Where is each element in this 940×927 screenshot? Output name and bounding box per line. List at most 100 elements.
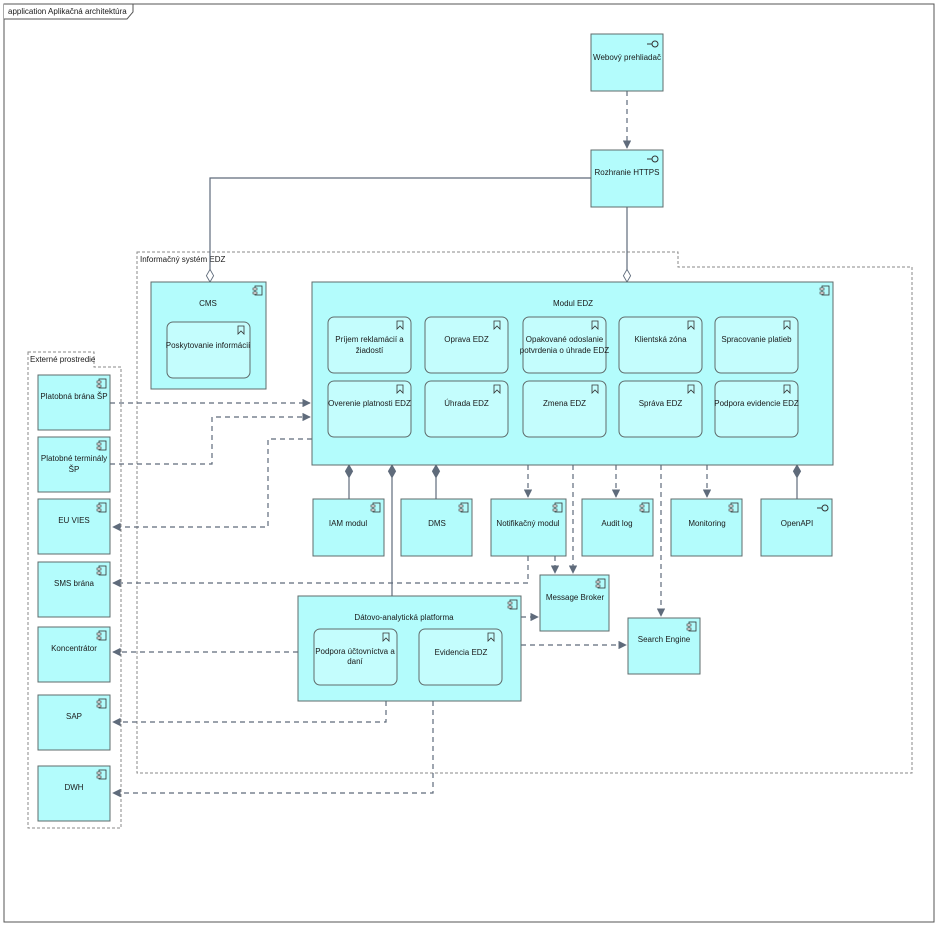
- function-icon: [687, 320, 695, 330]
- function-label: Spracovanie platieb: [721, 335, 792, 344]
- component-notifikacny-modul[interactable]: Notifikačný modul: [490, 498, 567, 557]
- connector-https-cms: [205, 177, 591, 283]
- connector-platforma-sap: [112, 701, 387, 727]
- function-icon: [396, 320, 404, 330]
- function-label: Podpora účtovníctva a: [315, 647, 395, 656]
- function-label: Príjem reklamácií a: [335, 335, 404, 344]
- external-label: DWH: [64, 783, 83, 792]
- component-iam-modul-label: IAM modul: [329, 519, 367, 528]
- group-informacny-system: Informačný systém EDZ: [136, 251, 913, 774]
- component-icon: [728, 502, 739, 513]
- external-eu-vies[interactable]: EU VIES: [37, 498, 111, 555]
- function-label: Evidencia EDZ: [435, 648, 488, 657]
- external-dwh[interactable]: DWH: [37, 765, 111, 822]
- external-koncentrator[interactable]: Koncentrátor: [37, 626, 111, 683]
- component-modul-edz[interactable]: Modul EDZ Príjem reklamácií a žiadostí Opr…: [311, 281, 834, 466]
- function-label: žiadostí: [356, 346, 384, 355]
- function-label: Overenie platnosti EDZ: [328, 399, 411, 408]
- external-label: ŠP: [69, 465, 80, 474]
- group-externe-prostredie: Externé prostredie: [27, 351, 122, 829]
- external-label: EU VIES: [58, 516, 90, 525]
- component-icon: [819, 285, 830, 296]
- function-sprava-edz[interactable]: Správa EDZ: [618, 380, 703, 438]
- component-icon: [370, 502, 381, 513]
- component-icon: [96, 502, 107, 513]
- function-label: Poskytovanie informácií: [166, 341, 251, 350]
- component-modul-edz-label: Modul EDZ: [553, 299, 593, 308]
- function-label: Opakované odoslanie: [526, 335, 604, 344]
- function-zmena-edz[interactable]: Zmena EDZ: [522, 380, 607, 438]
- function-label: Klientská zóna: [634, 335, 687, 344]
- connector-notifikacny-sms: [112, 556, 529, 588]
- function-evidencia-edz[interactable]: Evidencia EDZ: [418, 628, 503, 686]
- component-dms[interactable]: DMS: [400, 498, 473, 557]
- component-search-engine[interactable]: Search Engine: [627, 617, 701, 675]
- function-icon: [493, 384, 501, 394]
- component-icon: [96, 630, 107, 641]
- component-icon: [96, 698, 107, 709]
- component-monitoring-label: Monitoring: [688, 519, 725, 528]
- function-prijem-reklamacii-a-ziadosti[interactable]: Príjem reklamácií a žiadostí: [327, 316, 412, 374]
- component-audit-log-label: Audit log: [601, 519, 632, 528]
- function-label: Oprava EDZ: [444, 335, 489, 344]
- component-icon: [552, 502, 563, 513]
- function-icon: [493, 320, 501, 330]
- function-klientska-zona[interactable]: Klientská zóna: [618, 316, 703, 374]
- external-label: Platobná brána ŠP: [40, 392, 107, 401]
- external-label: Platobné terminály: [41, 454, 107, 463]
- function-label: Podpora evidencie EDZ: [714, 399, 799, 408]
- component-icon: [458, 502, 469, 513]
- interface-rozhranie-https[interactable]: Rozhranie HTTPS: [590, 149, 664, 208]
- interface-webovy-prehliadac-label: Webový prehliadač: [593, 53, 661, 62]
- component-icon: [96, 565, 107, 576]
- component-datovo-analyticka-platforma[interactable]: Dátovo-analytická platforma Podpora účto…: [297, 595, 522, 702]
- component-monitoring[interactable]: Monitoring: [670, 498, 743, 557]
- interface-openapi-label: OpenAPI: [781, 519, 813, 528]
- function-label: Zmena EDZ: [543, 399, 586, 408]
- component-cms-label: CMS: [199, 299, 217, 308]
- component-icon: [96, 769, 107, 780]
- component-search-engine-label: Search Engine: [638, 635, 691, 644]
- external-label: SAP: [66, 712, 82, 721]
- component-iam-modul[interactable]: IAM modul: [312, 498, 385, 557]
- group-externe-prostredie-label: Externé prostredie: [30, 355, 96, 364]
- function-icon: [237, 325, 245, 335]
- function-label: potvrdenia o úhrade EDZ: [520, 346, 610, 355]
- external-label: SMS brána: [54, 579, 95, 588]
- function-oprava-edz[interactable]: Oprava EDZ: [424, 316, 509, 374]
- external-sms-brana[interactable]: SMS brána: [37, 561, 111, 618]
- function-icon: [783, 384, 791, 394]
- function-overenie-platnosti-edz[interactable]: Overenie platnosti EDZ: [327, 380, 412, 438]
- function-podpora-evidencie-edz[interactable]: Podpora evidencie EDZ: [714, 380, 799, 438]
- component-audit-log[interactable]: Audit log: [581, 498, 654, 557]
- function-opakovane-odoslanie-potvrdenia-o-uhrade-edz[interactable]: Opakované odoslanie potvrdenia o úhrade E…: [520, 316, 610, 374]
- external-platobna-brana-sp[interactable]: Platobná brána ŠP: [37, 374, 111, 431]
- function-icon: [487, 632, 495, 642]
- component-icon: [252, 285, 263, 296]
- connector-terminaly-modul: [110, 412, 311, 465]
- component-dms-label: DMS: [428, 519, 446, 528]
- component-message-broker-label: Message Broker: [546, 593, 605, 602]
- component-message-broker[interactable]: Message Broker: [539, 574, 610, 632]
- interface-icon: [647, 155, 659, 163]
- interface-openapi[interactable]: OpenAPI: [760, 498, 833, 557]
- component-icon: [686, 621, 697, 632]
- function-icon: [591, 384, 599, 394]
- function-uhrada-edz[interactable]: Úhrada EDZ: [424, 380, 509, 438]
- component-cms[interactable]: CMS Poskytovanie informácií: [150, 281, 267, 390]
- function-podpora-uctovnictva[interactable]: Podpora účtovníctva a daní: [313, 628, 398, 686]
- external-sap[interactable]: SAP: [37, 694, 111, 751]
- function-poskytovanie-informacii[interactable]: Poskytovanie informácií: [166, 321, 251, 379]
- function-icon: [687, 384, 695, 394]
- component-icon: [595, 578, 606, 589]
- function-spracovanie-platieb[interactable]: Spracovanie platieb: [714, 316, 799, 374]
- function-label: daní: [347, 657, 363, 666]
- interface-icon: [817, 504, 829, 512]
- interface-webovy-prehliadac[interactable]: Webový prehliadač: [590, 33, 664, 92]
- function-icon: [382, 632, 390, 642]
- external-label: Koncentrátor: [51, 644, 97, 653]
- component-notifikacny-modul-label: Notifikačný modul: [496, 519, 559, 528]
